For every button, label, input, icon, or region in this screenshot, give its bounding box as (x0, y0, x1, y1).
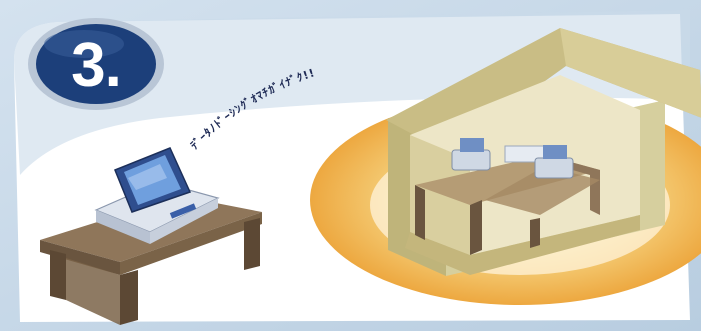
step-number: 3. (46, 30, 146, 100)
